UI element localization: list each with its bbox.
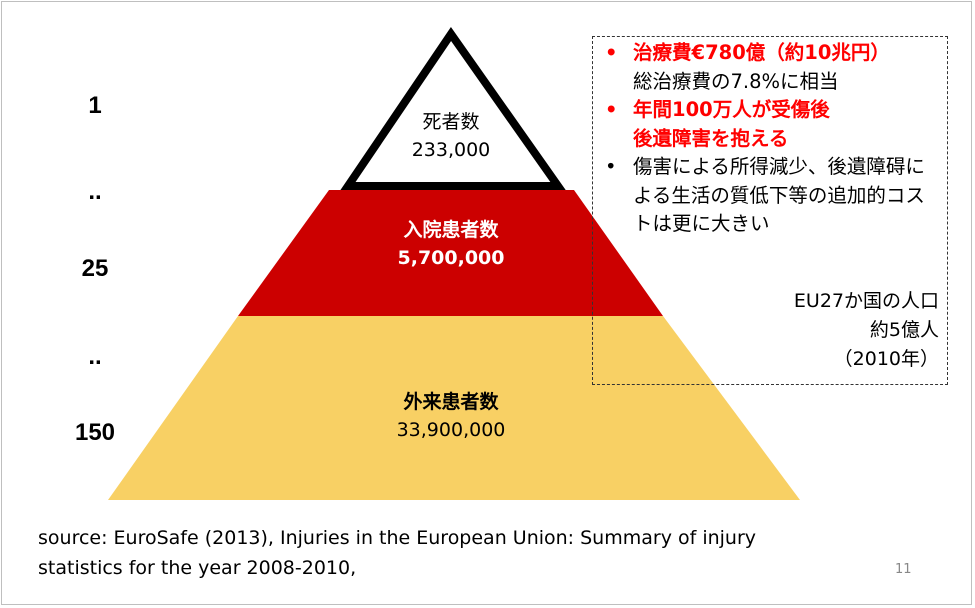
- tier-label-deaths: 死者数 233,000: [331, 108, 571, 164]
- population-line: EU27か国の人口: [793, 290, 939, 312]
- population-line: 約5億人: [869, 319, 939, 341]
- ratio-dots-2: ..: [88, 343, 102, 370]
- bullet-icon: •: [605, 41, 618, 64]
- population-line: （2010年）: [833, 348, 939, 370]
- tier-value: 233,000: [411, 139, 491, 161]
- ratio-dots-1: ..: [88, 178, 102, 205]
- source-line: source: EuroSafe (2013), Injuries in the…: [38, 527, 757, 549]
- population-note: EU27か国の人口 約5億人 （2010年）: [794, 287, 939, 374]
- list-item: • 年間100万人が受傷後 後遺障害を抱える: [601, 96, 941, 153]
- ratio-150: 150: [74, 419, 116, 446]
- bullet-icon: •: [605, 155, 617, 178]
- list-item: • 傷害による所得減少、後遺障碍による生活の質低下等の追加的コストは更に大きい: [601, 153, 941, 239]
- pyramid-middle-tier: [238, 190, 663, 316]
- source-line: statistics for the year 2008-2010,: [38, 557, 357, 579]
- bullet-subtext: 総治療費の7.8%に相当: [633, 69, 839, 93]
- tier-label-outpatients: 外来患者数 33,900,000: [331, 388, 571, 444]
- ratio-1: 1: [88, 92, 102, 119]
- tier-name: 入院患者数: [403, 219, 499, 241]
- list-item: • 治療費€780億（約10兆円） 総治療費の7.8%に相当: [601, 39, 941, 96]
- tier-name: 外来患者数: [403, 391, 499, 413]
- ratio-25: 25: [81, 255, 109, 282]
- pyramid-top-tier: [340, 26, 566, 190]
- tier-label-inpatients: 入院患者数 5,700,000: [331, 216, 571, 272]
- page-number: 11: [895, 562, 912, 577]
- bullet-text: 傷害による所得減少、後遺障碍による生活の質低下等の追加的コストは更に大きい: [633, 155, 925, 235]
- info-bullet-list: • 治療費€780億（約10兆円） 総治療費の7.8%に相当 • 年間100万人…: [601, 39, 941, 239]
- bullet-icon: •: [605, 98, 618, 121]
- tier-name: 死者数: [422, 111, 480, 133]
- bullet-text: 治療費€780億（約10兆円）: [633, 41, 890, 64]
- tier-value: 5,700,000: [397, 247, 505, 269]
- info-box: • 治療費€780億（約10兆円） 総治療費の7.8%に相当 • 年間100万人…: [592, 36, 948, 385]
- source-citation: source: EuroSafe (2013), Injuries in the…: [38, 523, 858, 583]
- pyramid-bottom-tier: [108, 316, 800, 500]
- bullet-subtext: 後遺障害を抱える: [633, 126, 789, 150]
- bullet-text: 年間100万人が受傷後: [633, 98, 830, 121]
- tier-value: 33,900,000: [396, 419, 506, 441]
